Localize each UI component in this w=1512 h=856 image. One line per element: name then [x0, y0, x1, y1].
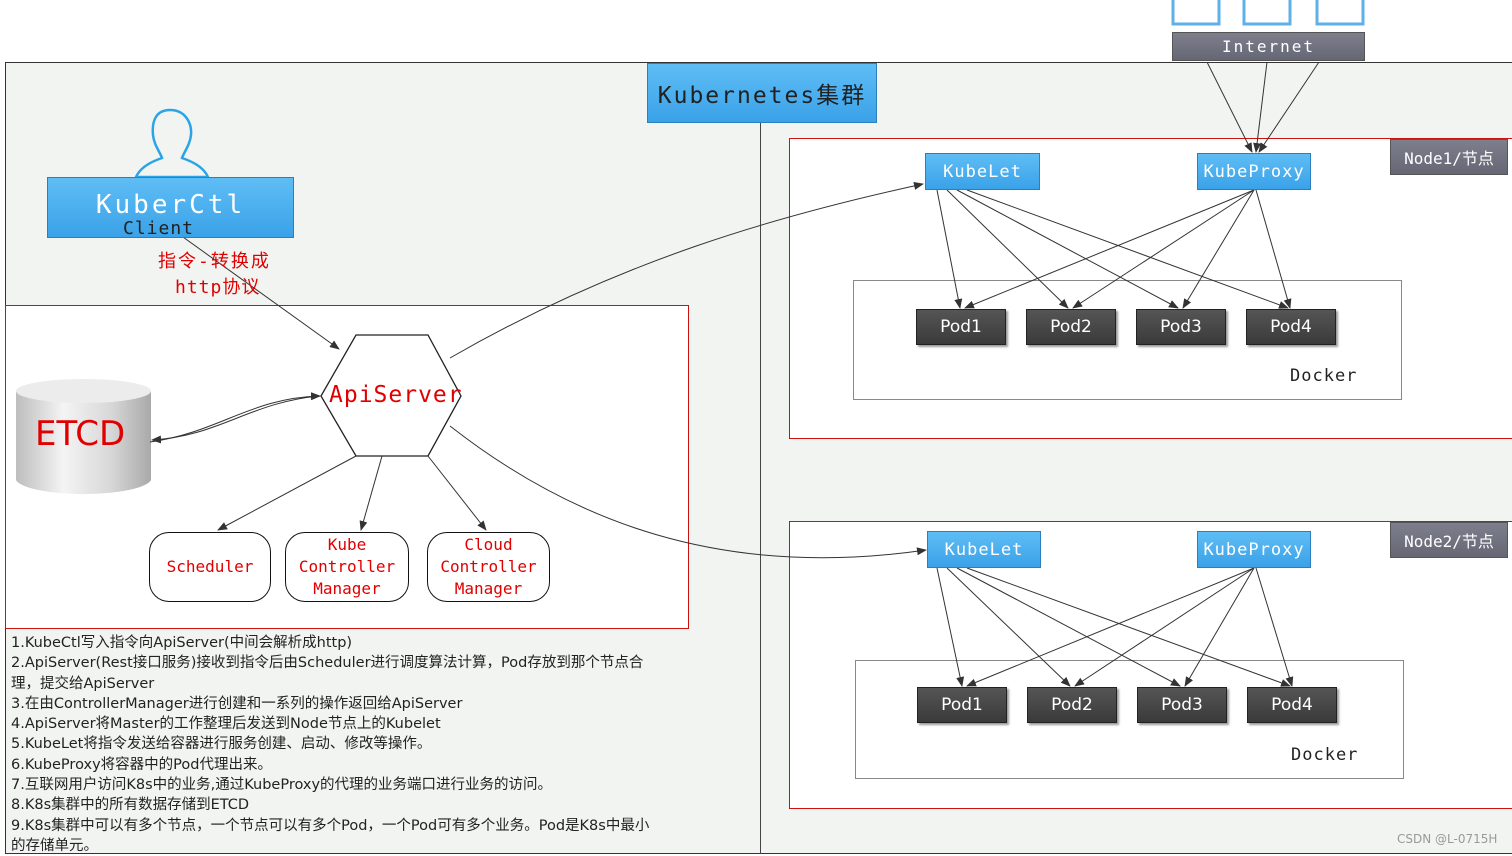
monitor-icons [1171, 0, 1365, 26]
watermark: CSDN @L-0715H [1397, 832, 1498, 846]
scheduler-box: Scheduler [149, 532, 271, 602]
kubelet-node2: KubeLet [927, 531, 1041, 568]
divider-line [760, 123, 761, 854]
pod2-node1: Pod2 [1026, 309, 1116, 345]
client-label: Client [123, 218, 195, 239]
docker-label-1: Docker [1290, 366, 1358, 386]
pod1-node2: Pod1 [917, 687, 1007, 723]
annotation-line2: http协议 [175, 277, 261, 298]
etcd-label: ETCD [35, 414, 126, 454]
user-icon [134, 108, 210, 179]
cloud-controller-manager-box: Cloud Controller Manager [427, 532, 550, 602]
pod3-node1: Pod3 [1136, 309, 1226, 345]
node1-tag: Node1/节点 [1390, 139, 1508, 175]
notes-list: 1.KubeCtl写入指令向ApiServer(中间会解析成http) 2.Ap… [11, 633, 759, 856]
kube-controller-manager-box: Kube Controller Manager [285, 532, 409, 602]
etcd-cylinder [16, 379, 151, 495]
pod4-node1: Pod4 [1246, 309, 1336, 345]
cluster-title: Kubernetes集群 [647, 63, 877, 123]
note-line: 3.在由ControllerManager进行创建和一系列的操作返回给ApiSe… [11, 695, 463, 712]
kubeproxy-node2: KubeProxy [1197, 531, 1311, 568]
pod4-node2: Pod4 [1247, 687, 1337, 723]
note-line: 9.K8s集群中可以有多个节点，一个节点可以有多个Pod，一个Pod可有多个业务… [11, 817, 650, 834]
note-line: 6.KubeProxy将容器中的Pod代理出来。 [11, 756, 272, 773]
pod1-node1: Pod1 [916, 309, 1006, 345]
kuberctl-label: KuberCtl [95, 190, 246, 220]
note-line: 4.ApiServer将Master的工作整理后发送到Node节点上的Kubel… [11, 716, 441, 733]
note-line: 7.互联网用户访问K8s中的业务,通过KubeProxy的代理的业务端口进行业务… [11, 777, 553, 794]
note-line: 理，提交给ApiServer [11, 675, 155, 692]
note-line: 2.ApiServer(Rest接口服务)接收到指令后由Scheduler进行调… [11, 655, 644, 672]
kubelet-node1: KubeLet [925, 153, 1040, 190]
docker-label-2: Docker [1291, 745, 1359, 765]
kubeproxy-node1: KubeProxy [1197, 153, 1311, 190]
note-line: 5.KubeLet将指令发送给容器进行服务创建、启动、修改等操作。 [11, 736, 432, 753]
kuberctl-box: KuberCtl [47, 177, 294, 238]
apiserver-label: ApiServer [329, 382, 463, 408]
node2-tag: Node2/节点 [1390, 522, 1508, 558]
note-line: 1.KubeCtl写入指令向ApiServer(中间会解析成http) [11, 635, 353, 651]
note-line: 的存储单元。 [11, 837, 98, 854]
pod3-node2: Pod3 [1137, 687, 1227, 723]
note-line: 8.K8s集群中的所有数据存储到ETCD [11, 797, 250, 814]
pod2-node2: Pod2 [1027, 687, 1117, 723]
annotation-line1: 指令-转换成 [158, 251, 271, 272]
internet-label: Internet [1172, 32, 1365, 61]
